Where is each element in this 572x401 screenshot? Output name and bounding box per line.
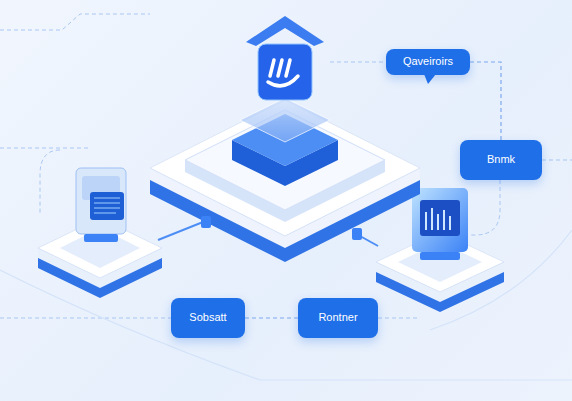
label-pill: Sobsatt: [171, 298, 245, 338]
pill-label: Bnmk: [487, 153, 515, 166]
pill-label: Rontner: [318, 311, 357, 324]
label-pill: Bnmk: [460, 140, 542, 180]
callout-tail: [424, 74, 436, 84]
pill-label: Qaveiroirs: [403, 55, 453, 68]
label-pill: Rontner: [298, 298, 378, 338]
central-platform: [150, 98, 420, 262]
label-pill: Qaveiroirs: [386, 49, 470, 75]
dashed-connector: [245, 317, 298, 318]
monitor-icon: [76, 168, 126, 242]
logo-card: [246, 16, 324, 100]
dashed-guide: [0, 14, 572, 318]
platform-link: [158, 216, 378, 246]
pill-label: Sobsatt: [189, 311, 226, 324]
dashed-connector: [470, 62, 501, 140]
card-icon: [412, 188, 468, 260]
